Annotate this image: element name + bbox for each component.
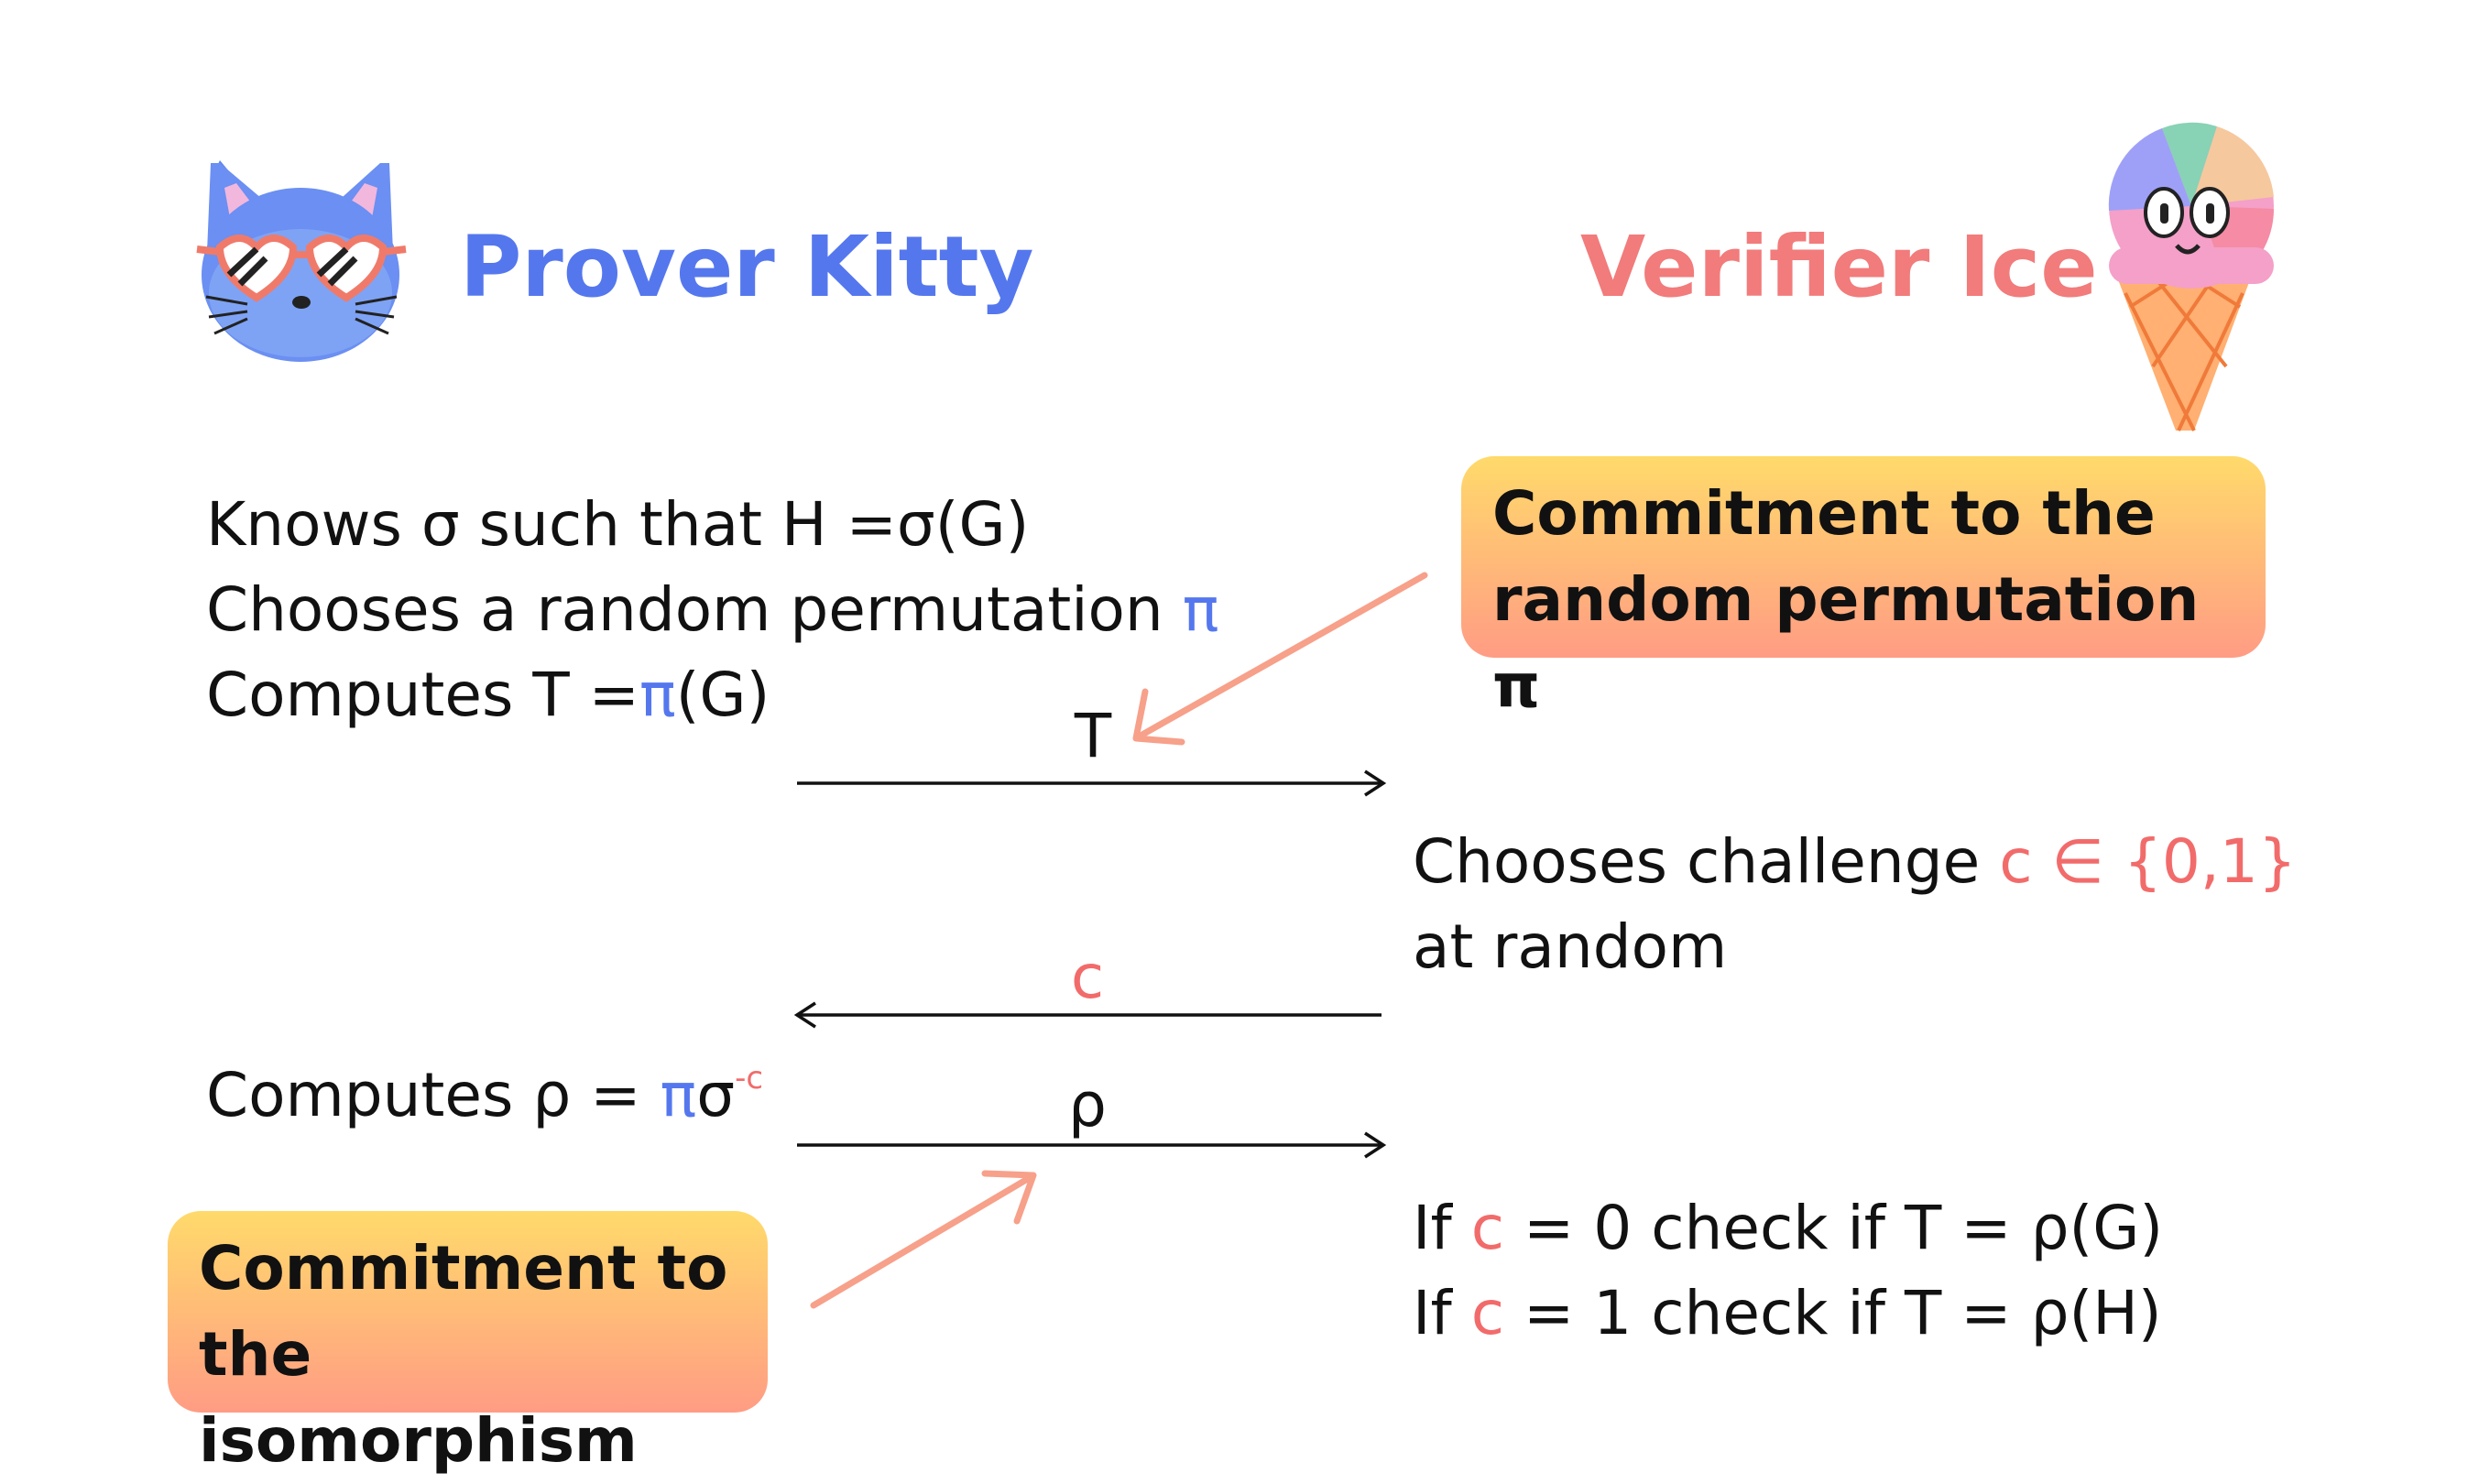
prover-step-computes-rho: Computes ρ = πσ-c: [206, 1063, 763, 1126]
prover-title: Prover Kitty: [460, 218, 1034, 316]
step-text: such that H =: [459, 489, 897, 560]
message-label-c: c: [1070, 942, 1105, 1012]
verifier-title: Verifier Ice: [1580, 218, 2098, 316]
arrow-verifier-to-prover-c: [793, 1001, 1382, 1029]
pi-symbol: π: [639, 660, 676, 730]
step-text: = 1 check if T =: [1503, 1278, 2031, 1348]
element-of-symbol: ∈: [2032, 826, 2124, 897]
arrow-prover-to-verifier-t: [797, 769, 1387, 797]
sigma-symbol: σ: [696, 1060, 736, 1130]
prover-step-computes-t: Computes T =π(G): [206, 665, 770, 726]
verifier-step-check-0: If c = 0 check if T = ρ(G): [1413, 1198, 2163, 1259]
pi-symbol: π: [660, 1060, 697, 1130]
step-text: Computes T =: [206, 660, 639, 730]
message-label-t: T: [1074, 701, 1112, 771]
challenge-c: c: [1470, 1278, 1504, 1348]
step-text: If: [1413, 1278, 1471, 1348]
callout-line: the isomorphism: [199, 1319, 638, 1476]
step-text: Chooses challenge: [1413, 826, 2000, 897]
callout-line: Commitment to: [199, 1233, 728, 1304]
step-text: Knows: [206, 489, 421, 560]
callout-pointer-arrow-permutation: [1132, 572, 1428, 746]
message-label-rho: ρ: [1068, 1070, 1107, 1140]
step-text: (G): [2069, 1193, 2164, 1263]
verifier-step-challenge: Chooses challenge c ∈ {0,1}: [1413, 832, 2297, 892]
exponent-minus-c: -c: [735, 1060, 764, 1097]
callout-commitment-permutation: Commitment to the random permutation π: [1461, 456, 2266, 721]
prover-step-chooses: Chooses a random permutation π: [206, 580, 1218, 640]
verifier-ice-cream-icon: [2108, 122, 2275, 431]
verifier-step-check-1: If c = 1 check if T = ρ(H): [1413, 1283, 2162, 1344]
callout-commitment-isomorphism: Commitment to the isomorphism: [168, 1211, 768, 1476]
rho-symbol: ρ: [2030, 1193, 2070, 1263]
equals-sign: =: [571, 1060, 661, 1130]
step-text: (H): [2069, 1278, 2162, 1348]
step-text: = 0 check if T =: [1503, 1193, 2031, 1263]
prover-kitty-cat-icon: [196, 160, 407, 362]
verifier-step-at-random: at random: [1413, 911, 1728, 982]
arrow-prover-to-verifier-rho: [797, 1131, 1387, 1159]
step-text: (G): [675, 660, 770, 730]
callout-line: Commitment to the: [1492, 478, 2156, 549]
step-text: (G): [934, 489, 1030, 560]
callout-line: random permutation π: [1492, 564, 2200, 721]
callout-pointer-arrow-isomorphism: [810, 1170, 1037, 1309]
prover-step-knows: Knows σ such that H =σ(G): [206, 495, 1029, 555]
challenge-c: c: [1999, 826, 2033, 897]
sigma-symbol: σ: [420, 489, 460, 560]
rho-symbol: ρ: [2030, 1278, 2070, 1348]
step-text: Computes: [206, 1060, 533, 1130]
sigma-symbol: σ: [896, 489, 935, 560]
step-text: If: [1413, 1193, 1471, 1263]
challenge-set: {0,1}: [2123, 826, 2297, 897]
rho-symbol: ρ: [532, 1060, 572, 1130]
pi-symbol: π: [1182, 574, 1219, 645]
step-text: Chooses a random permutation: [206, 574, 1183, 645]
challenge-c: c: [1470, 1193, 1504, 1263]
